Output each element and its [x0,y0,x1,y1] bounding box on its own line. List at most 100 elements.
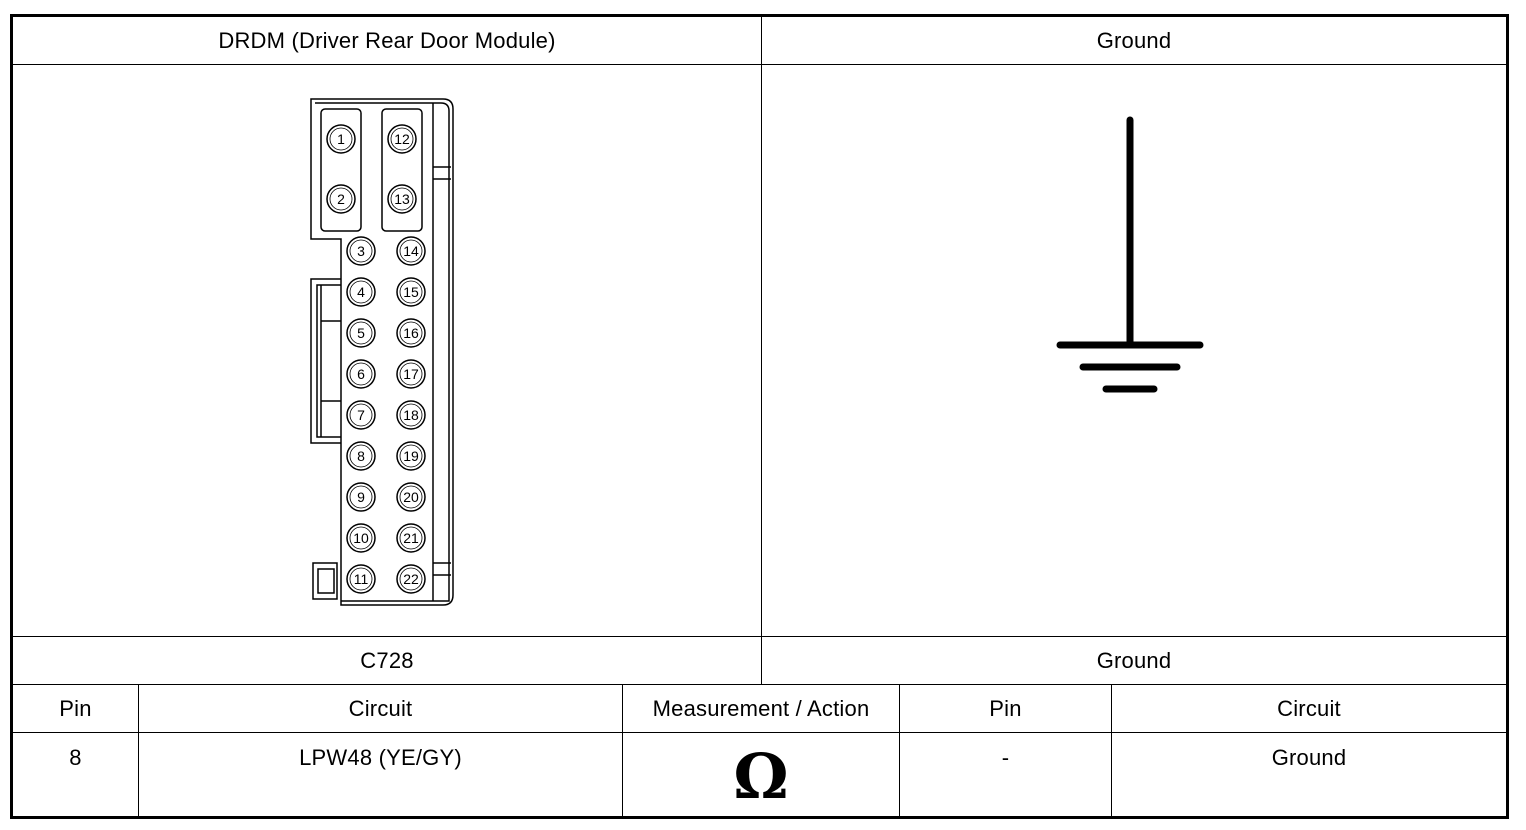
pin-circle-inner [399,567,423,591]
pin-number: 2 [337,191,345,207]
pin-circle [396,523,426,553]
pin-circle [346,318,376,348]
pin-number: 10 [353,530,369,546]
rule-labels-bottom [13,684,1506,685]
pin-6: 6 [346,359,376,389]
pin-17: 17 [396,359,426,389]
table-header-circuit: Circuit [348,695,413,721]
pin-circle [396,400,426,430]
pin-11: 11 [346,564,376,594]
connector-label: C728 [360,647,414,673]
rule-col-3 [899,684,900,819]
pin-circle-inner [329,127,353,151]
pin-19: 19 [396,441,426,471]
pin-number: 13 [394,191,410,207]
pin-number: 17 [403,366,419,382]
table-cell-to-pin: - [1001,745,1010,770]
pin-number: 20 [403,489,419,505]
table-cell-pin: 8 [69,745,82,770]
pinout-sheet: DRDM (Driver Rear Door Module) Ground [10,14,1509,819]
pin-circle [346,482,376,512]
pin-1: 1 [326,124,356,154]
pin-number: 15 [403,284,419,300]
pin-circle-inner [399,403,423,427]
ground-symbol-icon [1056,116,1204,393]
pin-number: 4 [357,284,365,300]
pin-15: 15 [396,277,426,307]
pin-number: 18 [403,407,419,423]
pin-circle-inner [390,127,414,151]
pin-circle-inner [349,239,373,263]
rule-col-1 [138,684,139,819]
pin-16: 16 [396,318,426,348]
pin-circle-inner [399,485,423,509]
pin-circle [326,124,356,154]
pin-circle-inner [399,526,423,550]
ground-label: Ground [1096,647,1172,673]
rule-table-header-bottom [13,732,1506,733]
pin-circle [396,441,426,471]
pin-12: 12 [387,124,417,154]
rule-diagram-bottom [13,636,1506,637]
pin-5: 5 [346,318,376,348]
pin-circle [346,441,376,471]
pin-number: 16 [403,325,419,341]
pin-10: 10 [346,523,376,553]
pin-circle [387,124,417,154]
pin-circle [396,564,426,594]
rule-main-divider [761,17,762,684]
pin-13: 13 [387,184,417,214]
pin-circle [346,236,376,266]
pin-20: 20 [396,482,426,512]
component-title: DRDM (Driver Rear Door Module) [218,27,556,53]
pin-circle-inner [349,444,373,468]
table-cell-circuit: LPW48 (YE/GY) [299,745,462,770]
table-header-pin: Pin [59,695,92,721]
pin-circle [346,359,376,389]
pin-circle-inner [399,280,423,304]
pin-number: 1 [337,131,345,147]
pin-21: 21 [396,523,426,553]
pin-circle-inner [399,444,423,468]
pin-3: 3 [346,236,376,266]
rule-col-2 [622,684,623,819]
pin-circle-inner [349,280,373,304]
pin-number: 22 [403,571,419,587]
pin-circle [396,482,426,512]
rule-col-4 [1111,684,1112,819]
pin-number: 7 [357,407,365,423]
pin-number: 19 [403,448,419,464]
pin-circle [396,277,426,307]
pin-number: 9 [357,489,365,505]
pin-circle [346,400,376,430]
pin-14: 14 [396,236,426,266]
pin-number: 12 [394,131,410,147]
pin-number: 3 [357,243,365,259]
pin-circle [396,359,426,389]
pin-circle-inner [349,567,373,591]
pin-circle-inner [399,321,423,345]
pin-circle [396,318,426,348]
pin-9: 9 [346,482,376,512]
table-header-to-circuit: Circuit [1277,695,1341,721]
pin-2: 2 [326,184,356,214]
pin-number: 21 [403,530,419,546]
pin-8: 8 [346,441,376,471]
table-cell-to-circuit: Ground [1271,745,1347,770]
rule-header-bottom [13,64,1506,65]
pin-circle-inner [390,187,414,211]
pin-circle [387,184,417,214]
pin-circle-inner [329,187,353,211]
pin-4: 4 [346,277,376,307]
pin-circle-inner [349,485,373,509]
pin-number: 5 [357,325,365,341]
ohm-icon: Ω [733,740,789,813]
pin-22: 22 [396,564,426,594]
pin-18: 18 [396,400,426,430]
pin-circle-inner [349,362,373,386]
pin-number: 8 [357,448,365,464]
pin-number: 14 [403,243,419,259]
pin-circle-inner [399,239,423,263]
pin-circle-inner [349,403,373,427]
